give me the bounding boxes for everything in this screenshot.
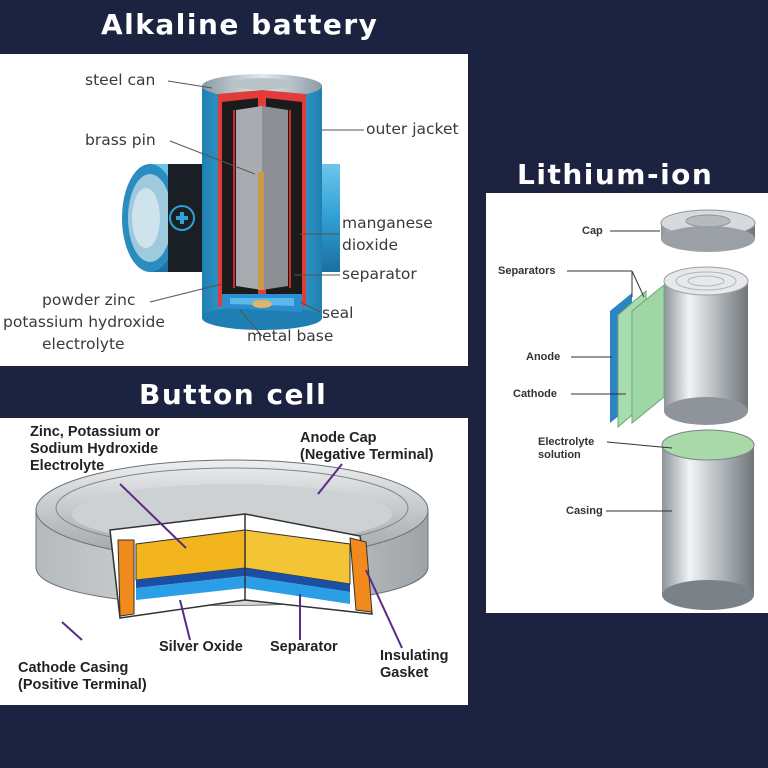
label-separators: Separators xyxy=(498,265,556,277)
label-cathode-casing-line1: Cathode Casing xyxy=(18,660,129,676)
label-anode-cap-line2: (Negative Terminal) xyxy=(300,447,434,463)
button-cell-panel: Zinc, Potassium or Sodium Hydroxide Elec… xyxy=(0,418,468,705)
button-title: Button cell xyxy=(139,378,328,411)
lithium-panel: Cap Separators Anode Cathode Electrolyte… xyxy=(486,193,768,613)
label-cathode-casing-line2: (Positive Terminal) xyxy=(18,677,147,693)
lithium-cap xyxy=(660,209,756,252)
label-outer-jacket: outer jacket xyxy=(366,120,459,138)
label-casing: Casing xyxy=(566,505,603,517)
label-zinc-line1: Zinc, Potassium or xyxy=(30,424,160,440)
lithium-ion-illustration xyxy=(567,209,756,610)
label-cathode: Cathode xyxy=(513,388,557,400)
label-brass-pin: brass pin xyxy=(85,131,156,149)
label-metal-base: metal base xyxy=(247,327,334,345)
label-manganese-dioxide-line1: manganese xyxy=(342,214,433,232)
label-separator-button: Separator xyxy=(270,639,338,655)
label-steel-can: steel can xyxy=(85,71,156,89)
label-zinc-line2: Sodium Hydroxide xyxy=(30,441,159,457)
alkaline-panel: steel can brass pin outer jacket mangane… xyxy=(0,54,468,366)
lithium-roll xyxy=(610,266,749,429)
label-insulating-gasket-line2: Gasket xyxy=(380,665,429,681)
label-electrolyte-line2: solution xyxy=(538,449,581,461)
button-cutaway xyxy=(109,513,373,619)
lithium-leader-lines xyxy=(567,230,673,512)
alkaline-title: Alkaline battery xyxy=(101,8,379,41)
label-zinc-line3: Electrolyte xyxy=(30,458,105,474)
button-leader-lines xyxy=(61,463,403,649)
label-powder-zinc-line3: electrolyte xyxy=(42,335,125,353)
label-insulating-gasket-line1: Insulating xyxy=(380,648,449,664)
label-anode: Anode xyxy=(526,351,561,363)
label-manganese-dioxide-line2: dioxide xyxy=(342,236,399,254)
alkaline-battery-illustration xyxy=(122,74,364,337)
label-cap: Cap xyxy=(582,225,603,237)
label-powder-zinc-line2: potassium hydroxide xyxy=(3,313,165,331)
label-seal: seal xyxy=(322,304,354,322)
label-powder-zinc-line1: powder zinc xyxy=(42,291,136,309)
cutaway-battery xyxy=(202,74,322,330)
label-electrolyte-line1: Electrolyte xyxy=(538,436,595,448)
label-silver-oxide: Silver Oxide xyxy=(159,639,243,655)
label-separator: separator xyxy=(342,265,417,283)
lithium-casing xyxy=(661,429,755,610)
button-cell-illustration xyxy=(35,459,429,649)
label-anode-cap-line1: Anode Cap xyxy=(300,430,377,446)
lithium-title: Lithium-ion xyxy=(517,158,714,191)
alkaline-leader-lines xyxy=(149,80,364,337)
